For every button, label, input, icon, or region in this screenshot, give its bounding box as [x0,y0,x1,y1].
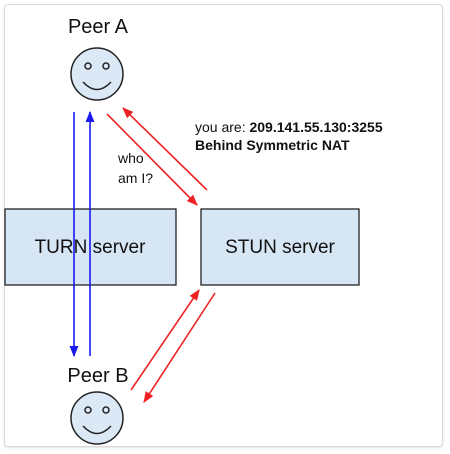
response-address: 209.141.55.130:3255 [249,119,382,135]
stun-server-label: STUN server [225,237,335,258]
peer-b-label: Peer B [67,365,128,387]
response-nat-label: Behind Symmetric NAT [195,137,350,153]
peer-b: Peer B [67,365,129,445]
smiley-face-icon [70,391,124,445]
query-label-line1: who [117,150,144,166]
stun-response-arrow-a [122,107,208,191]
stun-server: STUN server [200,208,360,286]
stun-response-arrow-b [143,292,216,403]
stun-server-box [200,208,360,286]
response-prefix: you are: [195,119,249,135]
response-label-line1: you are: 209.141.55.130:3255 [195,119,383,135]
stun-request-arrow-b [130,289,200,391]
peer-a: Peer A [68,16,129,101]
peer-a-label: Peer A [68,16,129,38]
query-label-line2: am I? [118,170,153,186]
smiley-face-icon [70,47,124,101]
stun-request-arrow-a [106,113,198,206]
